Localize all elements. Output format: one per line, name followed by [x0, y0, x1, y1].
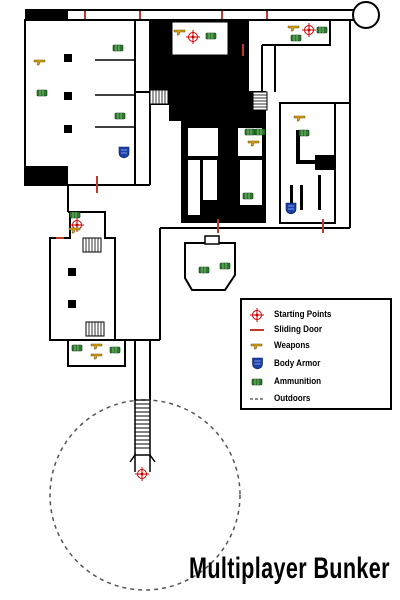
left-barracks-room [24, 19, 136, 186]
outdoors-icon [248, 392, 266, 405]
outdoor-exit-circle [352, 1, 380, 29]
top-corridor [25, 9, 357, 21]
left-lower-hall [49, 211, 160, 341]
legend-label: Body Armor [274, 358, 321, 369]
legend-item-weapons: Weapons [248, 339, 316, 352]
legend-item-sliding-door: Sliding Door [248, 323, 330, 336]
weapon-icon [248, 339, 266, 352]
outdoors-area [49, 399, 241, 591]
legend-item-starting-points: Starting Points [248, 307, 342, 322]
bottom-left-room [67, 339, 126, 367]
right-maze-room [160, 20, 351, 229]
exit-stairway [129, 340, 156, 482]
top-right-room [261, 19, 331, 92]
ammunition-icon [248, 375, 266, 388]
sliding-door-icon [248, 323, 266, 336]
legend-label: Weapons [274, 340, 310, 351]
map-legend: Starting Points Sliding Door Weapons Bod… [240, 298, 392, 410]
legend-item-outdoors: Outdoors [248, 392, 317, 405]
legend-label: Sliding Door [274, 324, 322, 335]
corner-block [25, 10, 68, 21]
starting-point-icon [248, 307, 266, 322]
legend-item-body-armor: Body Armor [248, 357, 329, 370]
sliding-doors [56, 11, 324, 239]
map-title: Multiplayer Bunker [189, 552, 390, 585]
legend-item-ammunition: Ammunition [248, 375, 329, 388]
central-complex [149, 19, 266, 223]
body-armor-icon [248, 357, 266, 370]
small-hex-room [184, 235, 236, 291]
legend-label: Outdoors [274, 393, 311, 404]
legend-label: Ammunition [274, 376, 322, 387]
legend-label: Starting Points [274, 309, 332, 320]
